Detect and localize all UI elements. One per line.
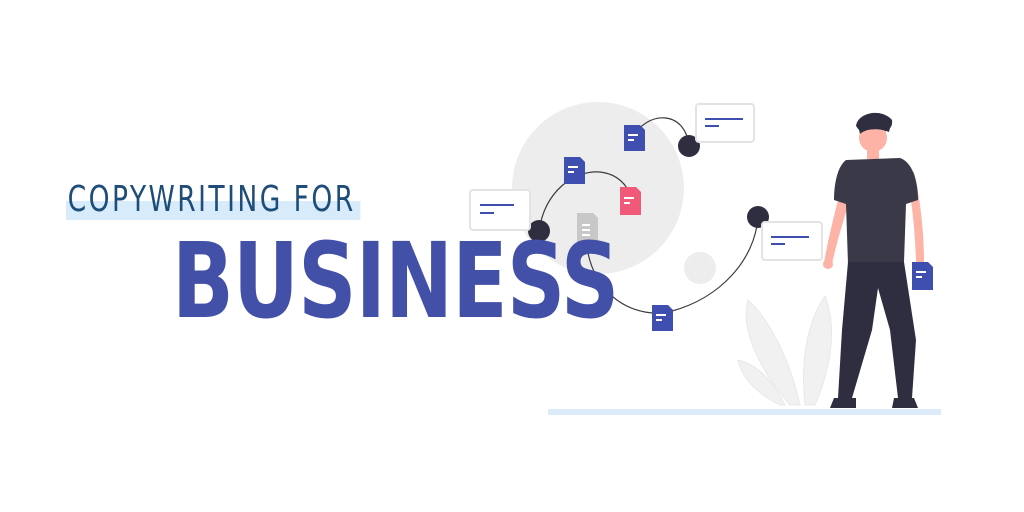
document-pink-icon [620,187,641,215]
headline-business: BUSINESS [172,220,619,342]
network-node [528,220,550,242]
document-gray-icon [577,213,598,242]
person-figure [823,112,933,408]
headline-line1: COPYWRITING FOR [66,176,361,224]
message-card-icon [695,103,755,143]
document-blue-icon [564,157,585,184]
background-dot [684,252,716,284]
message-card-icon [761,221,823,261]
document-blue-icon [652,305,673,331]
document-blue-icon [624,125,645,151]
floor-line [548,409,941,415]
message-card-icon [469,189,531,231]
network-node [678,135,700,157]
plant-icon [737,294,833,406]
